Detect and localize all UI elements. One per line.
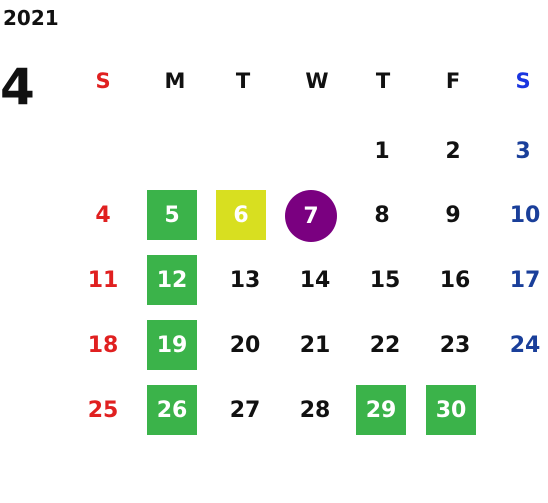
- weekday-header-row: S M T W T F S: [70, 56, 548, 106]
- day-cell[interactable]: 9: [445, 202, 461, 228]
- day-cell[interactable]: 13: [229, 267, 261, 293]
- day-cell-sunday[interactable]: 11: [87, 267, 119, 293]
- day-cell-highlighted[interactable]: 19: [147, 320, 197, 370]
- weekday-thu: T: [375, 69, 391, 93]
- day-cell-highlighted[interactable]: 12: [147, 255, 197, 305]
- day-cell[interactable]: 2: [445, 138, 461, 164]
- day-cell[interactable]: 28: [299, 397, 331, 423]
- week-row: 11 12 13 14 15 16 17: [70, 255, 548, 305]
- week-row: 18 19 20 21 22 23 24: [70, 320, 548, 370]
- day-cell[interactable]: 21: [299, 332, 331, 358]
- day-cell[interactable]: 8: [374, 202, 390, 228]
- weekday-tue: T: [235, 69, 251, 93]
- day-cell[interactable]: 22: [369, 332, 401, 358]
- day-cell[interactable]: 14: [299, 267, 331, 293]
- day-cell-saturday[interactable]: 17: [509, 267, 541, 293]
- day-cell-saturday[interactable]: 3: [515, 138, 531, 164]
- day-cell-highlighted[interactable]: 29: [356, 385, 406, 435]
- day-cell-highlighted[interactable]: 5: [147, 190, 197, 240]
- weekday-mon: M: [164, 69, 186, 93]
- day-cell[interactable]: 15: [369, 267, 401, 293]
- day-cell-highlighted-yellow[interactable]: 6: [216, 190, 266, 240]
- day-cell-sunday[interactable]: 18: [87, 332, 119, 358]
- day-cell-today[interactable]: 7: [285, 190, 337, 242]
- weekday-wed: W: [305, 69, 329, 93]
- weekday-sat: S: [515, 69, 531, 93]
- day-cell-sunday[interactable]: 4: [95, 202, 111, 228]
- weekday-fri: F: [445, 69, 461, 93]
- day-cell[interactable]: 27: [229, 397, 261, 423]
- day-cell[interactable]: 23: [439, 332, 471, 358]
- day-cell-saturday[interactable]: 24: [509, 332, 541, 358]
- week-row: 4 5 6 7 8 9 10: [70, 190, 548, 242]
- day-cell[interactable]: 20: [229, 332, 261, 358]
- day-cell[interactable]: 16: [439, 267, 471, 293]
- day-cell-sunday[interactable]: 25: [87, 397, 119, 423]
- weekday-sun: S: [95, 69, 111, 93]
- day-cell-highlighted[interactable]: 30: [426, 385, 476, 435]
- month-number: 4: [0, 58, 35, 116]
- day-cell-highlighted[interactable]: 26: [147, 385, 197, 435]
- week-row: 1 2 3: [70, 126, 548, 176]
- day-cell[interactable]: 1: [374, 138, 390, 164]
- week-row: 25 26 27 28 29 30: [70, 385, 548, 435]
- day-cell-saturday[interactable]: 10: [509, 202, 541, 228]
- year-label: 2021: [3, 6, 59, 30]
